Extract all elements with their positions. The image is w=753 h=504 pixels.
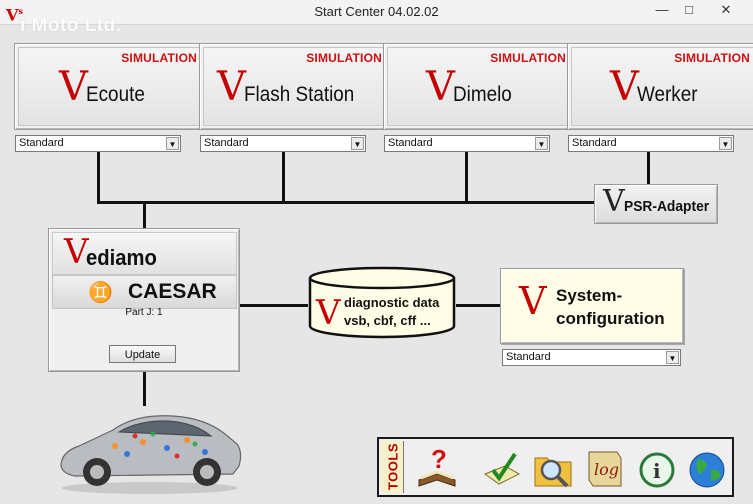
help-book-icon[interactable]: ?	[415, 444, 459, 492]
caesar-button[interactable]: ♊ CAESAR	[52, 275, 237, 309]
vediamo-server-button[interactable]: V ediamo Server	[52, 232, 237, 296]
psr-adapter-button[interactable]: V PSR-Adapter	[594, 184, 718, 224]
simulation-badge: SIMULATION	[674, 51, 750, 65]
module-flash-station-button[interactable]: SIMULATION V Flash Station	[199, 43, 395, 130]
info-icon[interactable]: i	[635, 444, 679, 492]
connector-line	[282, 152, 285, 202]
simulation-badge: SIMULATION	[121, 51, 197, 65]
tile-face: SIMULATION V Ecoute	[18, 47, 206, 126]
select-value: Standard	[506, 351, 551, 363]
log-icon[interactable]: log	[583, 444, 627, 492]
app-logo-icon: Vs	[6, 5, 23, 25]
watermark: i Moto Ltd.	[20, 15, 122, 36]
tile-face: SIMULATION V Flash Station	[203, 47, 391, 126]
connector-line	[143, 201, 146, 229]
werker-profile-select[interactable]: Standard ▼	[568, 135, 734, 152]
maximize-button[interactable]: □	[685, 2, 693, 17]
svg-text:log: log	[594, 460, 619, 479]
dropdown-arrow-icon[interactable]: ▼	[351, 137, 364, 150]
checklist-icon[interactable]	[479, 444, 523, 492]
system-configuration-button[interactable]: V System- configuration	[500, 268, 684, 344]
vediamo-logo-icon: V	[64, 232, 89, 272]
module-name: Werker	[637, 83, 698, 106]
bus-line	[97, 201, 596, 204]
syscfg-label-line2: configuration	[556, 309, 665, 328]
select-value: Standard	[19, 137, 64, 149]
dimelo-profile-select[interactable]: Standard ▼	[384, 135, 550, 152]
vediamo-logo-icon: V	[217, 64, 246, 110]
caesar-label: CAESAR	[128, 280, 217, 303]
ecoute-profile-select[interactable]: Standard ▼	[15, 135, 181, 152]
update-button[interactable]: Update	[109, 345, 176, 363]
vediamo-server-panel: V ediamo Server ♊ CAESAR Part J: 1 Updat…	[48, 228, 240, 372]
select-value: Standard	[204, 137, 249, 149]
diagnostic-data-line2: vsb, cbf, cff ...	[344, 313, 431, 328]
window-title: Start Center 04.02.02	[314, 4, 439, 19]
vediamo-logo-icon: V	[519, 279, 547, 323]
system-configuration-profile-select[interactable]: Standard ▼	[502, 349, 681, 366]
title-bar: Vs i Moto Ltd. Start Center 04.02.02 — □…	[0, 0, 753, 36]
syscfg-label-line1: System-	[556, 286, 623, 305]
dropdown-arrow-icon[interactable]: ▼	[535, 137, 548, 150]
car-illustration	[55, 396, 245, 496]
module-werker-button[interactable]: SIMULATION V Werker	[567, 43, 753, 130]
module-name: Dimelo	[453, 83, 512, 106]
vediamo-logo-icon: V	[315, 293, 342, 333]
dropdown-arrow-icon[interactable]: ▼	[666, 351, 679, 364]
tile-face: SIMULATION V Werker	[571, 47, 753, 126]
tools-label: TOOLS	[381, 441, 404, 493]
minimize-button[interactable]: —	[655, 2, 669, 17]
diagnostic-data-button[interactable]: V diagnostic data vsb, cbf, cff ...	[306, 266, 458, 340]
module-ecoute-button[interactable]: SIMULATION V Ecoute	[14, 43, 210, 130]
select-value: Standard	[388, 137, 433, 149]
vediamo-logo-icon: V	[59, 64, 88, 110]
vediamo-logo-icon: V	[603, 184, 625, 219]
connector-line	[647, 152, 650, 185]
select-value: Standard	[572, 137, 617, 149]
search-folder-icon[interactable]	[531, 444, 575, 492]
vediamo-logo-icon: V	[426, 64, 455, 110]
dropdown-arrow-icon[interactable]: ▼	[719, 137, 732, 150]
diagnostic-data-line1: diagnostic data	[344, 295, 440, 310]
database-cylinder-icon: V diagnostic data vsb, cbf, cff ...	[308, 266, 456, 339]
close-button[interactable]: ✕	[720, 2, 732, 17]
module-name: Flash Station	[244, 83, 355, 106]
tools-bar: TOOLS ? log i	[377, 437, 734, 497]
connector-line	[97, 152, 100, 202]
svg-text:i: i	[653, 459, 661, 483]
simulation-badge: SIMULATION	[490, 51, 566, 65]
connector-line	[238, 304, 308, 307]
dropdown-arrow-icon[interactable]: ▼	[166, 137, 179, 150]
caesar-logo-icon: ♊	[88, 282, 113, 304]
simulation-badge: SIMULATION	[306, 51, 382, 65]
part-label: Part J: 1	[125, 307, 163, 318]
module-name: Ecoute	[86, 83, 145, 106]
vediamo-logo-icon: V	[610, 64, 639, 110]
globe-icon[interactable]	[685, 444, 729, 492]
flash-station-profile-select[interactable]: Standard ▼	[200, 135, 366, 152]
connector-line	[143, 370, 146, 406]
module-dimelo-button[interactable]: SIMULATION V Dimelo	[383, 43, 579, 130]
psr-adapter-label: PSR-Adapter	[624, 198, 710, 215]
tile-face: SIMULATION V Dimelo	[387, 47, 575, 126]
connector-line	[465, 152, 468, 202]
svg-text:?: ?	[431, 444, 447, 474]
connector-line	[456, 304, 501, 307]
